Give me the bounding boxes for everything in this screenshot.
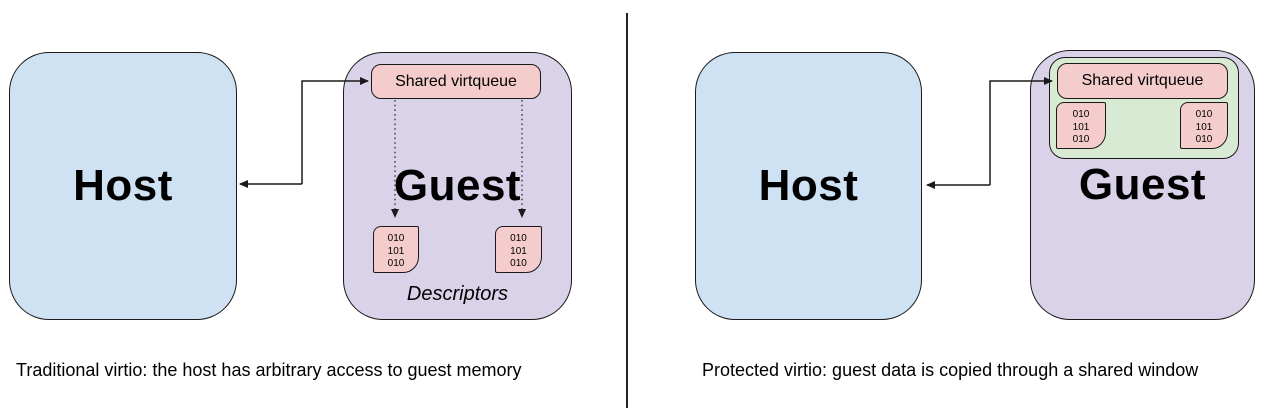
descriptors-label: Descriptors — [406, 283, 509, 305]
descriptor-bits-line: 101 — [387, 245, 405, 257]
descriptor-box: 010 101 010 — [1056, 102, 1106, 149]
guest-box-traditional: Guest Shared virtqueue 010 101 010 010 1… — [343, 52, 572, 320]
descriptor-bits-line: 101 — [1072, 121, 1090, 133]
host-box-protected: Host — [695, 52, 922, 320]
panel-divider — [626, 13, 628, 408]
shared-virtqueue-label: Shared virtqueue — [395, 72, 517, 90]
descriptor-bits-line: 010 — [387, 233, 405, 244]
host-label: Host — [73, 161, 173, 210]
descriptor-bits-line: 010 — [1195, 109, 1213, 120]
guest-label: Guest — [1078, 160, 1207, 209]
caption-traditional: Traditional virtio: the host has arbitra… — [16, 360, 522, 380]
descriptor-bits-line: 010 — [1195, 134, 1213, 145]
guest-label: Guest — [393, 161, 522, 210]
shared-virtqueue-box: Shared virtqueue — [371, 64, 541, 99]
caption-protected: Protected virtio: guest data is copied t… — [702, 360, 1199, 380]
shared-virtqueue-box: Shared virtqueue — [1057, 63, 1228, 99]
descriptor-box: 010 101 010 — [1180, 102, 1228, 149]
host-label: Host — [758, 161, 859, 210]
guest-box-protected: Guest Shared virtqueue 010 101 010 010 1… — [1030, 50, 1255, 320]
descriptor-box: 010 101 010 — [373, 226, 419, 273]
descriptor-box: 010 101 010 — [495, 226, 542, 273]
host-box-traditional: Host — [9, 52, 237, 320]
descriptor-bits-line: 010 — [510, 258, 527, 269]
descriptor-bits-line: 010 — [510, 233, 527, 244]
descriptor-bits-line: 010 — [387, 258, 405, 269]
descriptor-bits-line: 010 — [1072, 134, 1090, 145]
descriptor-bits-line: 101 — [510, 245, 527, 257]
descriptor-bits-line: 101 — [1195, 121, 1213, 133]
shared-virtqueue-label: Shared virtqueue — [1081, 72, 1204, 89]
descriptor-bits-line: 010 — [1072, 109, 1090, 120]
